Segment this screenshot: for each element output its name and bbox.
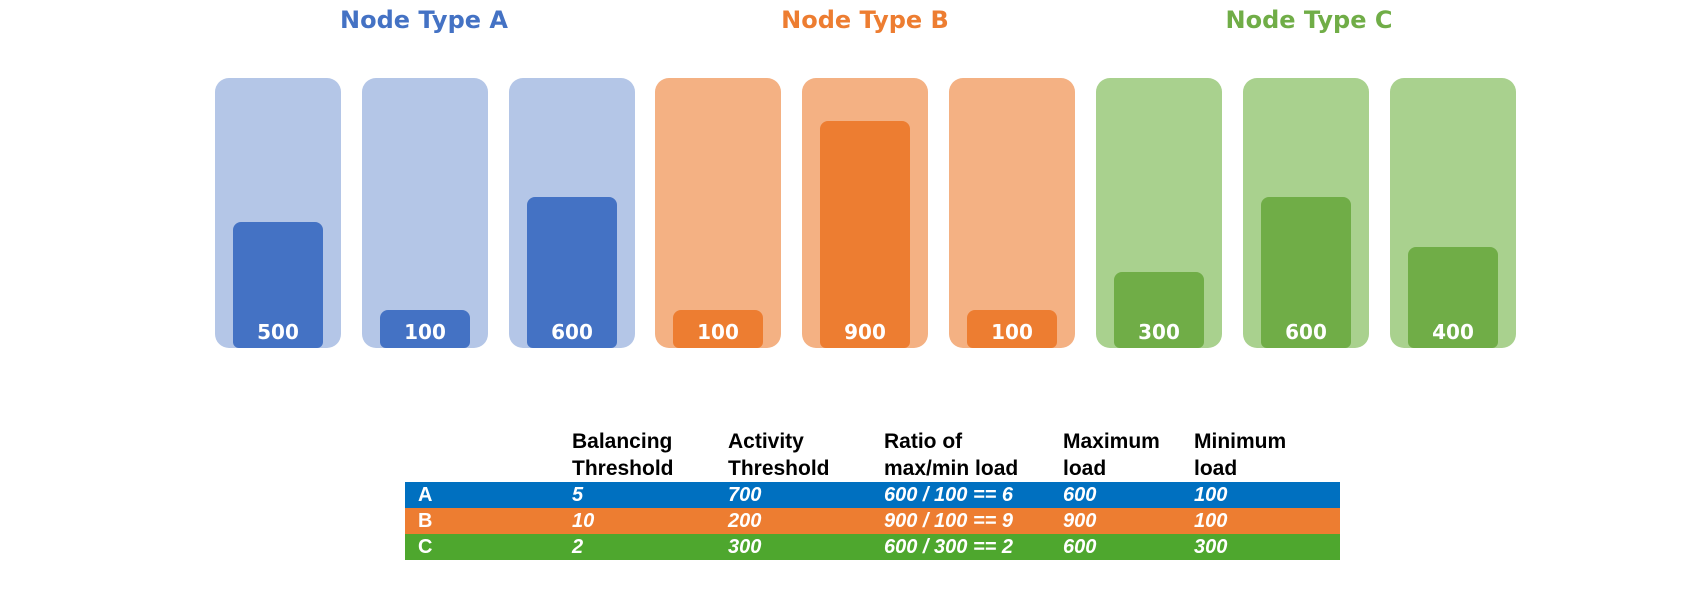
node-load-label: 100: [991, 320, 1033, 344]
node-c-2: 600: [1243, 78, 1369, 348]
header-line: Threshold: [728, 457, 830, 480]
node-load-label: 300: [1138, 320, 1180, 344]
group-title-b: Node Type B: [781, 6, 949, 34]
node-load-bar: 900: [820, 121, 910, 348]
maximum-load-cell: 600: [1063, 484, 1097, 506]
header-activity-threshold: Activity Threshold: [728, 428, 830, 482]
node-load-bar: 600: [527, 197, 617, 348]
node-load-label: 100: [697, 320, 739, 344]
node-b-1: 100: [655, 78, 781, 348]
maximum-load-cell: 900: [1063, 510, 1097, 532]
header-line: Ratio of: [884, 430, 963, 453]
node-load-label: 400: [1432, 320, 1474, 344]
node-load-bar: 500: [233, 222, 323, 348]
node-b-3: 100: [949, 78, 1075, 348]
node-load-label: 500: [257, 320, 299, 344]
header-minimum-load: Minimum load: [1194, 428, 1286, 482]
minimum-load-cell: 100: [1194, 510, 1228, 532]
group-title-c: Node Type C: [1225, 6, 1393, 34]
node-load-label: 600: [1285, 320, 1327, 344]
minimum-load-cell: 300: [1194, 536, 1228, 558]
group-title-a: Node Type A: [340, 6, 508, 34]
maximum-load-cell: 600: [1063, 536, 1097, 558]
node-load-bar: 100: [673, 310, 763, 348]
node-c-1: 300: [1096, 78, 1222, 348]
node-load-bar: 600: [1261, 197, 1351, 348]
node-b-2: 900: [802, 78, 928, 348]
node-a-1: 500: [215, 78, 341, 348]
node-load-label: 600: [551, 320, 593, 344]
row-type: C: [418, 536, 433, 558]
header-line: Activity: [728, 430, 804, 453]
balancing-threshold-cell: 2: [572, 536, 584, 558]
ratio-cell: 900 / 100 == 9: [884, 510, 1014, 532]
table-row-b: B 10 200 900 / 100 == 9 900 100: [405, 508, 1340, 534]
balancing-threshold-cell: 10: [572, 510, 595, 532]
minimum-load-cell: 100: [1194, 484, 1228, 506]
header-ratio: Ratio of max/min load: [884, 428, 1018, 482]
activity-threshold-cell: 300: [728, 536, 762, 558]
header-line: Minimum: [1194, 430, 1287, 453]
row-type: A: [418, 484, 433, 506]
header-line: Maximum: [1063, 430, 1160, 453]
header-line: Threshold: [572, 457, 674, 480]
node-load-bar: 300: [1114, 272, 1204, 348]
header-line: max/min load: [884, 457, 1019, 480]
table-row-c: C 2 300 600 / 300 == 2 600 300: [405, 534, 1340, 560]
activity-threshold-cell: 200: [728, 510, 762, 532]
activity-threshold-cell: 700: [728, 484, 762, 506]
ratio-cell: 600 / 300 == 2: [884, 536, 1014, 558]
header-line: load: [1063, 457, 1107, 480]
header-line: load: [1194, 457, 1238, 480]
header-maximum-load: Maximum load: [1063, 428, 1160, 482]
header-balancing-threshold: Balancing Threshold: [572, 428, 674, 482]
node-load-label: 100: [404, 320, 446, 344]
row-type: B: [418, 510, 433, 532]
node-load-label: 900: [844, 320, 886, 344]
node-c-3: 400: [1390, 78, 1516, 348]
node-load-bar: 100: [380, 310, 470, 348]
balancing-threshold-cell: 5: [572, 484, 584, 506]
ratio-cell: 600 / 100 == 6: [884, 484, 1014, 506]
header-line: Balancing: [572, 430, 673, 453]
node-a-2: 100: [362, 78, 488, 348]
node-a-3: 600: [509, 78, 635, 348]
node-load-bar: 400: [1408, 247, 1498, 348]
node-load-bar: 100: [967, 310, 1057, 348]
table-row-a: A 5 700 600 / 100 == 6 600 100: [405, 482, 1340, 508]
